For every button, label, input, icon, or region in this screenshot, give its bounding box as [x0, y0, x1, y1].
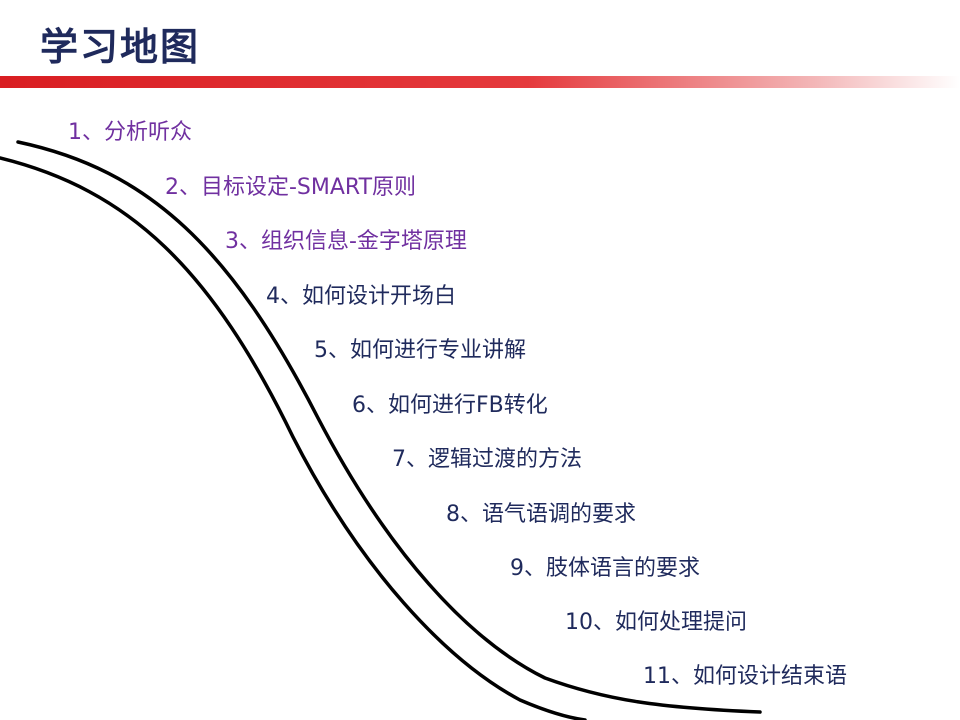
upper-curve-line: [16, 140, 762, 714]
step-item-10: 10、如何处理提问: [565, 610, 747, 635]
step-item-6: 6、如何进行FB转化: [352, 393, 548, 418]
step-item-1: 1、分析听众: [68, 120, 192, 145]
step-item-8: 8、语气语调的要求: [446, 502, 636, 527]
step-item-2: 2、目标设定-SMART原则: [165, 175, 417, 200]
lower-curve-line: [0, 156, 587, 720]
step-item-7: 7、逻辑过渡的方法: [392, 447, 582, 472]
step-item-4: 4、如何设计开场白: [266, 284, 456, 309]
title-underline-bar: [0, 76, 960, 88]
step-item-5: 5、如何进行专业讲解: [314, 338, 526, 363]
step-item-3: 3、组织信息-金字塔原理: [225, 229, 467, 254]
slide-title: 学习地图: [40, 25, 201, 69]
step-item-9: 9、肢体语言的要求: [510, 556, 700, 581]
step-item-11: 11、如何设计结束语: [643, 664, 847, 689]
